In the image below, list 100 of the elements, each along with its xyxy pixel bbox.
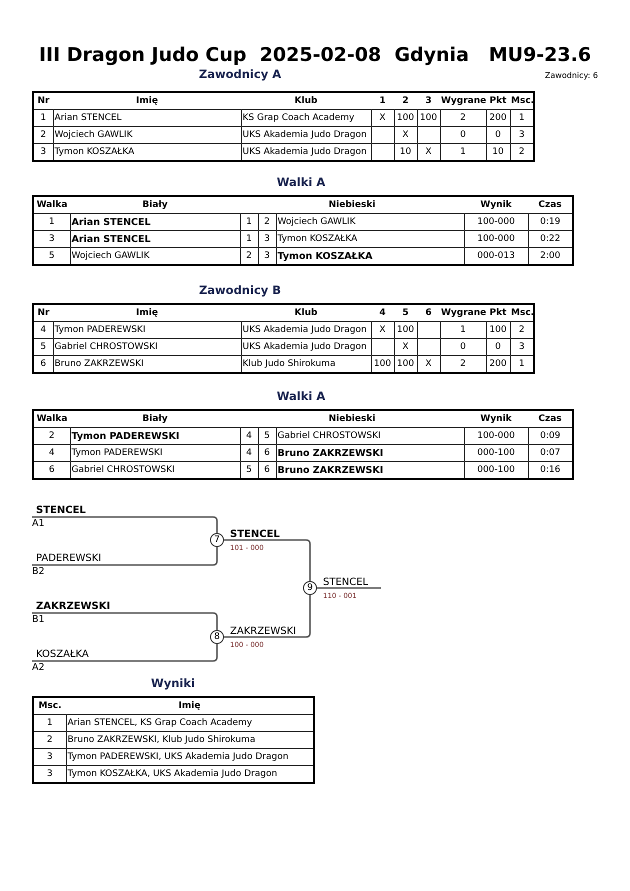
match-circle: 8 (210, 630, 224, 644)
fighter-number: 1 (240, 230, 258, 248)
fighter-name: STENCEL (323, 577, 368, 588)
fighter-number: 2 (33, 126, 53, 144)
fighter-name: Wojciech GAWLIK (276, 214, 464, 230)
fighter-name: Tymon KOSZAŁKA (276, 248, 464, 265)
club-name: KS Grap Coach Academy (241, 110, 371, 126)
column-header: Klub (241, 92, 371, 110)
fighter-number: 6 (258, 444, 276, 462)
wins-count: 0 (440, 338, 486, 356)
fighter-name: ZAKRZEWSKI (230, 626, 296, 637)
seed-code: B2 (32, 566, 45, 577)
column-header: Klub (241, 304, 371, 322)
fighter-number: 1 (240, 214, 258, 230)
section-heading: Zawodnicy A (198, 67, 282, 81)
points-total: 200 (486, 110, 510, 126)
bracket-line (32, 644, 218, 662)
match-score: 100-000 (464, 230, 528, 248)
club-name: UKS Akademia Judo Dragon (241, 144, 371, 161)
fighter-number: 2 (258, 214, 276, 230)
fighter-number: 5 (258, 428, 276, 444)
section-heading: Walki A (276, 175, 326, 189)
column-header: Walka (33, 196, 70, 214)
column-header: Wynik (464, 410, 528, 428)
points-total: 0 (486, 126, 510, 144)
fighter-name: Gabriel CHROSTOWSKI (70, 462, 240, 479)
fighter-name: Arian STENCEL (70, 214, 240, 230)
bracket-line (317, 587, 381, 589)
column-header: 1 (371, 92, 394, 110)
column-header: Nr (33, 304, 53, 322)
fighter-name: Bruno ZAKRZEWSKI (276, 444, 464, 462)
fighter-number: 1 (33, 110, 53, 126)
bout-score: X (371, 110, 394, 126)
column-header: Biały (70, 410, 240, 428)
fighter-number: 4 (33, 322, 53, 338)
column-header: Czas (528, 196, 574, 214)
points-total: 100 (486, 322, 510, 338)
club-name: UKS Akademia Judo Dragon (241, 338, 371, 356)
column-header: 3 (417, 92, 440, 110)
match-score: 100-000 (464, 214, 528, 230)
column-header: Wygrane (440, 92, 486, 110)
match-score: 000-100 (464, 444, 528, 462)
fighter-name: Bruno ZAKRZEWSKI (53, 356, 241, 373)
column-header: 2 (394, 92, 417, 110)
fighter-number: 5 (33, 338, 53, 356)
fighter-name: Arian STENCEL (53, 110, 241, 126)
section-heading: Wyniki (150, 676, 196, 690)
bout-score: 100 (394, 110, 417, 126)
bout-number: 3 (33, 230, 70, 248)
column-header: Wynik (464, 196, 528, 214)
club-name: UKS Akademia Judo Dragon (241, 126, 371, 144)
bracket-line (32, 516, 218, 533)
bout-score: 100 (417, 110, 440, 126)
column-header: Niebieski (240, 196, 464, 214)
fighter-name: ZAKRZEWSKI (36, 601, 110, 612)
fighter-name: STENCEL (36, 505, 86, 516)
wins-count: 1 (440, 322, 486, 338)
section-heading: Walki A (276, 389, 326, 403)
bout-number: 4 (33, 444, 70, 462)
column-header: Imię (53, 92, 241, 110)
fighter-name: PADEREWSKI (36, 553, 102, 564)
column-header: Msc. (510, 92, 534, 110)
column-header: Imię (66, 697, 314, 714)
column-header: 4 (371, 304, 394, 322)
club-name: UKS Akademia Judo Dragon (241, 322, 371, 338)
column-header: Czas (528, 410, 574, 428)
fighter-name: Arian STENCEL (70, 230, 240, 248)
seed-code: A2 (32, 662, 45, 673)
fighter-number: 4 (240, 428, 258, 444)
bout-score: X (394, 338, 417, 356)
points-total: 0 (486, 338, 510, 356)
bout-score: X (371, 322, 394, 338)
column-header: Pkt (486, 92, 510, 110)
fighter-name: Tymon PADEREWSKI (53, 322, 241, 338)
club-name: Klub Judo Shirokuma (241, 356, 371, 373)
bracket-line (224, 636, 304, 638)
column-header: Pkt (486, 304, 510, 322)
place-number: 3 (33, 748, 66, 766)
column-header: Niebieski (240, 410, 464, 428)
fighter-name: STENCEL (230, 529, 280, 540)
column-header: Msc. (33, 697, 66, 714)
bracket-line (32, 612, 218, 630)
fighter-name: Gabriel CHROSTOWSKI (276, 428, 464, 444)
fighter-count: Zawodnicy: 6 (544, 71, 598, 80)
fighter-number: 4 (240, 444, 258, 462)
fighter-name: Tymon KOSZAŁKA (53, 144, 241, 161)
section-heading: Zawodnicy B (198, 283, 282, 297)
fighter-name: Tymon PADEREWSKI (70, 444, 240, 462)
bracket-line (304, 595, 311, 638)
place-number: 1 (33, 714, 66, 732)
match-score: 100-000 (464, 428, 528, 444)
fighter-name: KOSZAŁKA (36, 649, 89, 660)
column-header: Biały (70, 196, 240, 214)
column-header: Walka (33, 410, 70, 428)
seed-code: B1 (32, 614, 45, 625)
column-header: Wygrane (440, 304, 486, 322)
match-circle: 9 (303, 581, 317, 595)
column-header: 5 (394, 304, 417, 322)
wins-count: 0 (440, 126, 486, 144)
fighter-name: Gabriel CHROSTOWSKI (53, 338, 241, 356)
